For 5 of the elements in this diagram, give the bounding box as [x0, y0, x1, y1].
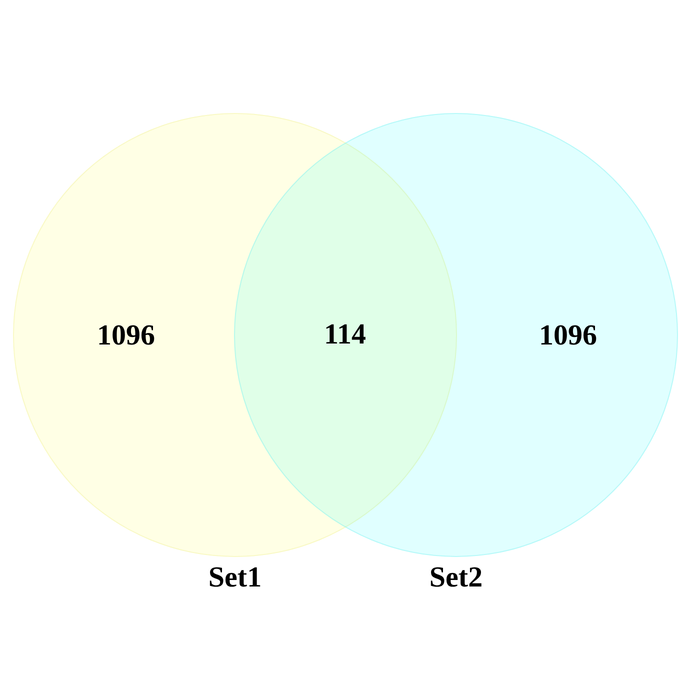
set-name-label: Set1 — [208, 564, 262, 592]
count-label: 1096 — [539, 322, 597, 350]
count-label: 1096 — [97, 322, 155, 350]
set-name-label: Set2 — [429, 564, 483, 592]
intersection-count-label: 114 — [324, 320, 366, 350]
